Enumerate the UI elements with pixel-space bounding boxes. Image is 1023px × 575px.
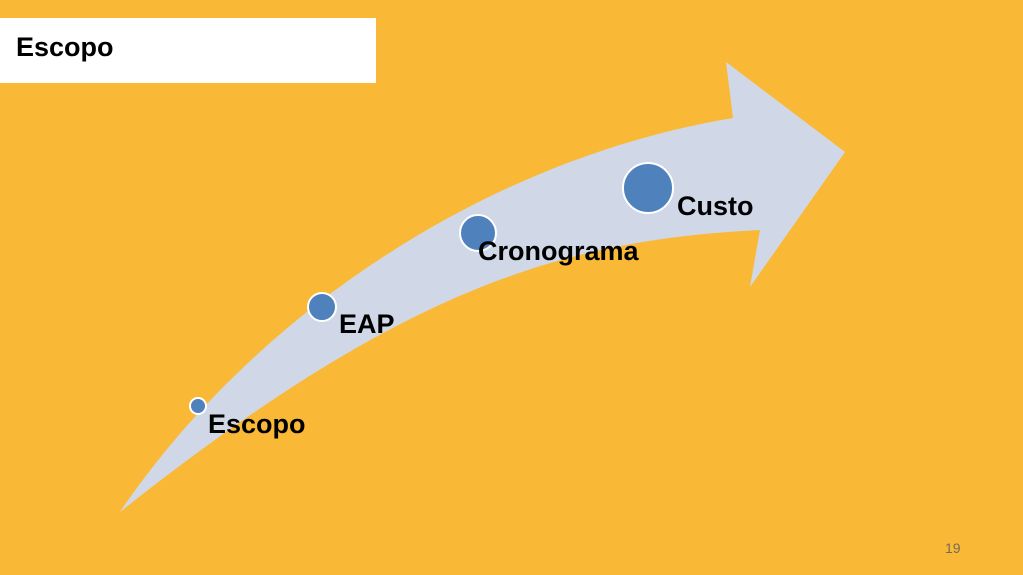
title-box — [0, 18, 376, 83]
step-node-eap — [307, 292, 337, 322]
step-label-escopo: Escopo — [208, 409, 306, 439]
step-node-cronograma — [459, 214, 497, 252]
step-node-custo — [622, 162, 674, 214]
curved-arrow-shape — [120, 62, 845, 512]
slide-title: Escopo — [16, 32, 114, 62]
step-label-eap: EAP — [339, 309, 395, 339]
step-label-custo: Custo — [677, 191, 754, 221]
step-node-escopo — [189, 397, 207, 415]
step-label-cronograma: Cronograma — [478, 236, 639, 266]
page-number: 19 — [945, 540, 961, 556]
